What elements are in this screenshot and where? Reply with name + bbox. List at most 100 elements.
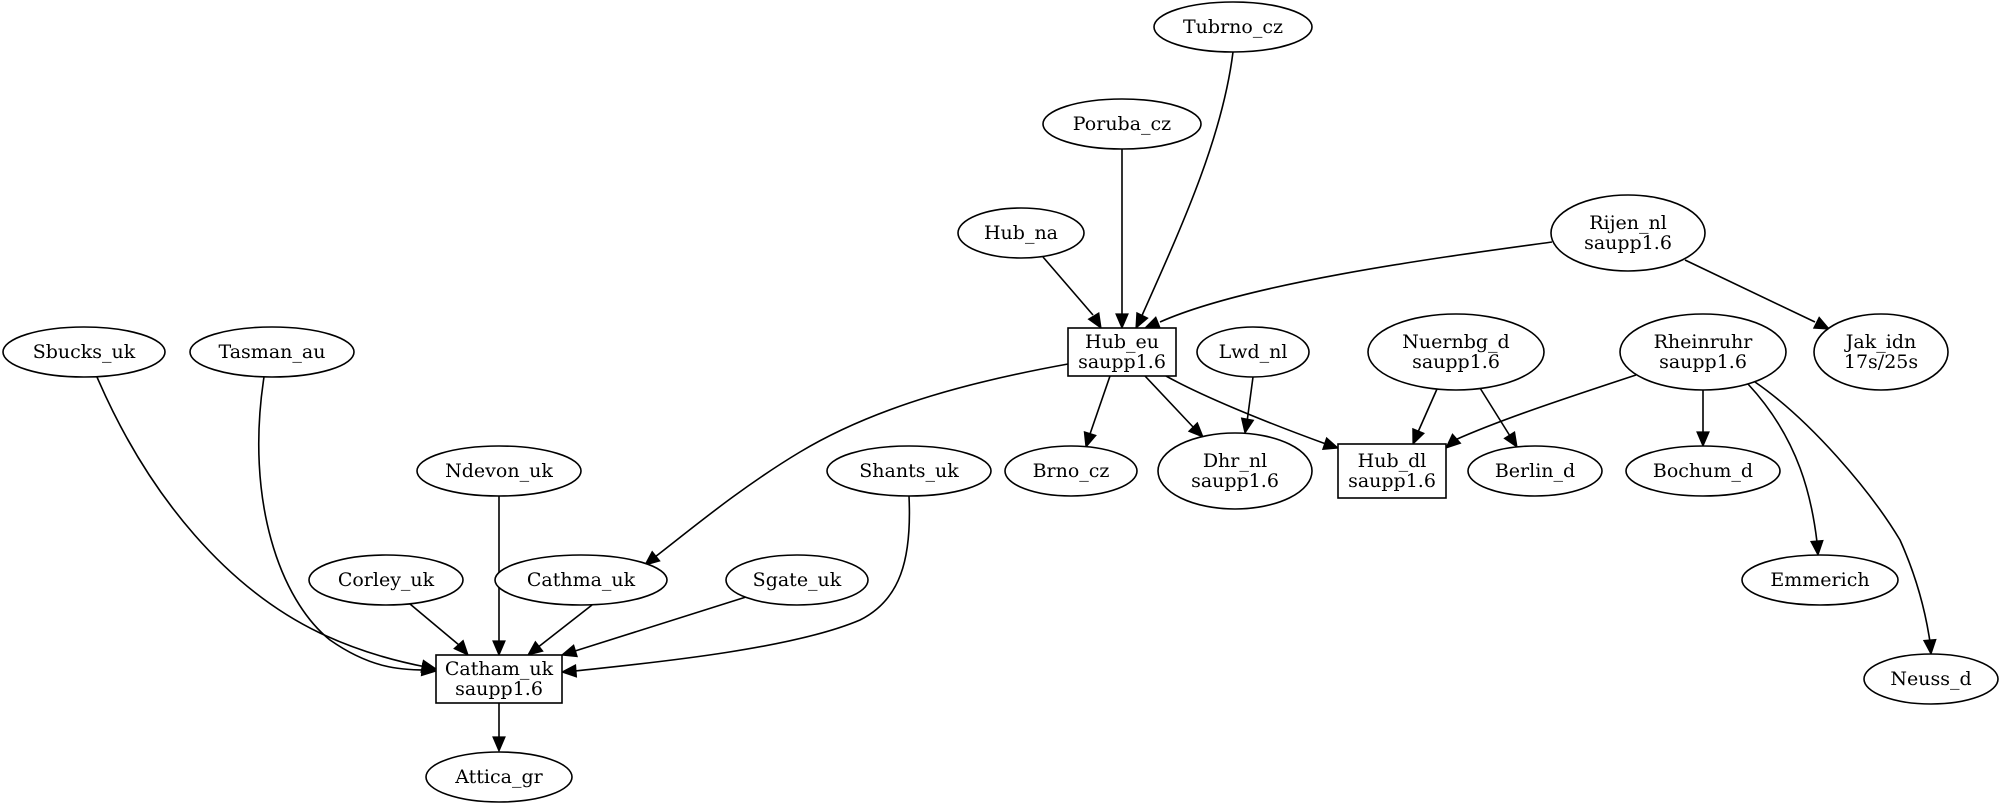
- node-ellipse: [1367, 313, 1545, 391]
- node-label: Cathma_uk: [527, 569, 636, 591]
- node-label: Sbucks_uk: [33, 341, 136, 363]
- node-label: Hub_dl: [1358, 450, 1427, 472]
- node-ellipse: [2, 326, 166, 378]
- node-sbucks-uk: Sbucks_uk: [2, 326, 166, 378]
- node-label: Tasman_au: [219, 341, 326, 363]
- node-ellipse: [725, 554, 869, 606]
- edge-line: [1165, 375, 1327, 445]
- edge-tasman-au-to-catham-uk: [258, 376, 438, 677]
- node-label: Jak_idn: [1844, 331, 1916, 353]
- node-box: [1337, 443, 1447, 499]
- edge-rheinruhr-to-hub-dl: [1444, 374, 1637, 450]
- edge-rijen-nl-to-hub-eu: [1143, 241, 1553, 329]
- node-ellipse: [494, 554, 668, 606]
- node-ndevon-uk: Ndevon_uk: [416, 445, 582, 497]
- node-ellipse: [308, 554, 464, 606]
- node-box: [435, 654, 563, 704]
- arrow-head-icon: [1922, 638, 1937, 656]
- edges-layer: [96, 51, 1937, 753]
- edge-hub-eu-to-brno-cz: [1083, 375, 1111, 449]
- node-label: Sgate_uk: [753, 569, 842, 591]
- node-label: Tubrno_cz: [1183, 16, 1283, 38]
- node-brno-cz: Brno_cz: [1004, 445, 1138, 497]
- node-tubrno-cz: Tubrno_cz: [1153, 1, 1313, 53]
- node-label: Rheinruhr: [1654, 331, 1754, 353]
- node-attica-gr: Attica_gr: [425, 751, 573, 803]
- node-label: Lwd_nl: [1219, 341, 1288, 363]
- node-ellipse: [1863, 653, 1999, 705]
- edge-corley-uk-to-catham-uk: [409, 603, 470, 657]
- node-sublabel: saupp1.6: [1659, 351, 1747, 373]
- node-tasman-au: Tasman_au: [189, 326, 355, 378]
- arrow-head-icon: [1115, 313, 1129, 330]
- arrow-head-icon: [526, 640, 544, 656]
- arrow-head-icon: [1412, 427, 1425, 446]
- arrow-head-icon: [492, 736, 506, 753]
- arrow-head-icon: [560, 663, 578, 678]
- node-emmerich: Emmerich: [1741, 554, 1899, 606]
- node-shants-uk: Shants_uk: [826, 445, 992, 497]
- arrow-head-icon: [1503, 430, 1518, 449]
- edge-nuernbg-d-to-hub-dl: [1412, 388, 1438, 446]
- node-ellipse: [1042, 98, 1202, 150]
- arrow-head-icon: [453, 639, 470, 657]
- node-ellipse: [957, 207, 1085, 259]
- node-sublabel: saupp1.6: [1412, 351, 1500, 373]
- node-sgate-uk: Sgate_uk: [725, 554, 869, 606]
- node-ellipse: [425, 751, 573, 803]
- node-lwd-nl: Lwd_nl: [1196, 326, 1310, 378]
- arrow-head-icon: [1812, 316, 1831, 330]
- arrow-head-icon: [1809, 539, 1824, 557]
- edge-line: [258, 376, 427, 671]
- node-label: Dhr_nl: [1203, 450, 1267, 472]
- edge-hub-eu-to-hub-dl: [1165, 375, 1340, 450]
- node-label: Rijen_nl: [1589, 212, 1667, 234]
- node-ellipse: [1550, 194, 1706, 272]
- node-label: Berlin_d: [1495, 460, 1575, 482]
- edge-line: [1754, 381, 1931, 643]
- node-sublabel: saupp1.6: [1348, 470, 1436, 492]
- node-label: Hub_na: [984, 222, 1058, 244]
- edge-line: [1144, 375, 1195, 429]
- edge-line: [1454, 374, 1637, 441]
- node-label: Corley_uk: [338, 569, 435, 591]
- arrow-head-icon: [1087, 311, 1102, 330]
- edge-nuernbg-d-to-berlin-d: [1479, 387, 1518, 449]
- node-label: Shants_uk: [859, 460, 959, 482]
- node-corley-uk: Corley_uk: [308, 554, 464, 606]
- node-ellipse: [416, 445, 582, 497]
- edge-line: [409, 603, 460, 646]
- node-label: Catham_uk: [445, 658, 554, 680]
- node-ellipse: [826, 445, 992, 497]
- edge-cathma-uk-to-catham-uk: [526, 604, 593, 656]
- node-ellipse: [1741, 554, 1899, 606]
- node-bochum-d: Bochum_d: [1625, 445, 1781, 497]
- node-label: Nuernbg_d: [1402, 331, 1509, 353]
- node-sublabel: saupp1.6: [1078, 351, 1166, 373]
- edge-shants-uk-to-catham-uk: [560, 495, 911, 678]
- node-label: Hub_eu: [1085, 331, 1159, 353]
- arrow-head-icon: [560, 644, 578, 658]
- node-hub-na: Hub_na: [957, 207, 1085, 259]
- edge-rheinruhr-to-neuss-d: [1754, 381, 1937, 656]
- node-label: Emmerich: [1770, 569, 1869, 591]
- node-label: Poruba_cz: [1073, 113, 1171, 135]
- edge-rijen-nl-to-jak-idn: [1684, 259, 1831, 330]
- edge-hub-eu-to-cathma-uk: [643, 363, 1069, 566]
- node-cathma-uk: Cathma_uk: [494, 554, 668, 606]
- edge-line: [1417, 388, 1438, 433]
- arrow-head-icon: [1135, 311, 1149, 330]
- edge-line: [1747, 383, 1818, 543]
- edge-line: [574, 596, 747, 652]
- node-label: Ndevon_uk: [445, 460, 553, 482]
- arrow-head-icon: [643, 550, 661, 566]
